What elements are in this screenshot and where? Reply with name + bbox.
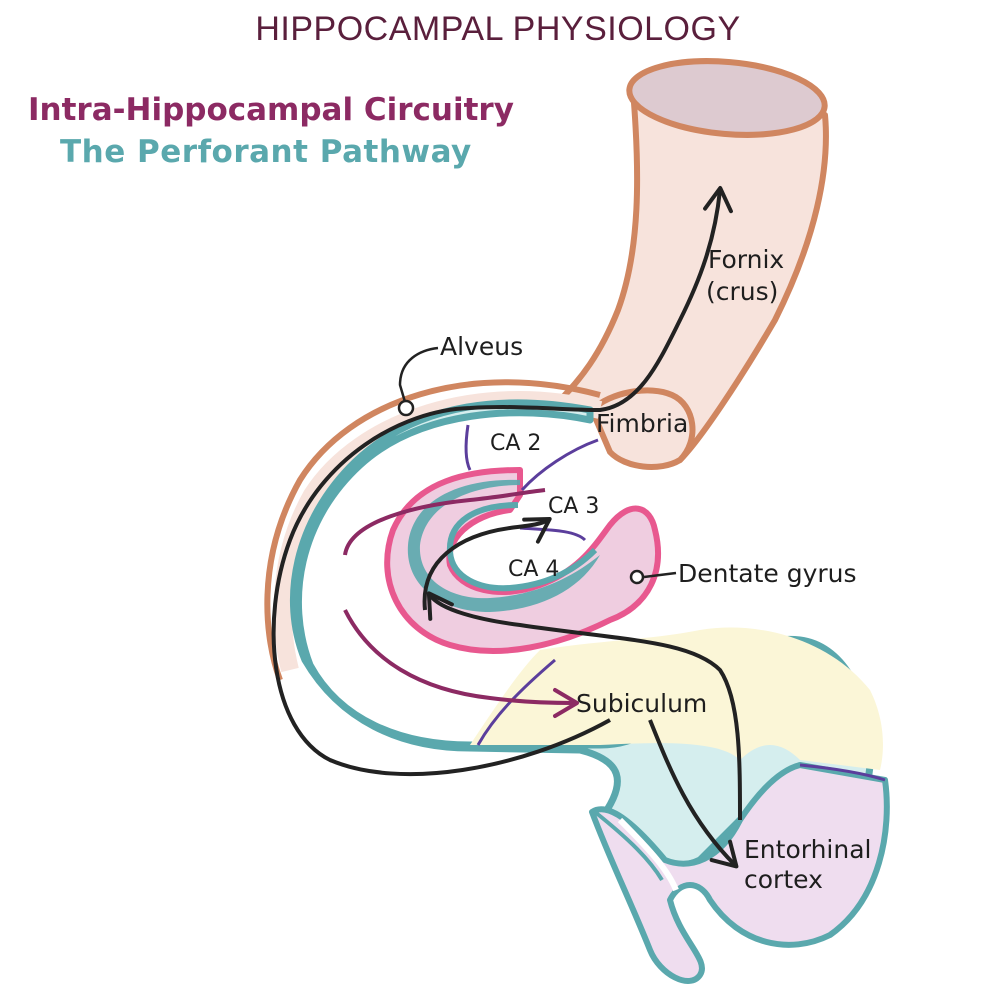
label-fimbria: Fimbria [596, 409, 688, 438]
label-fornix: Fornix [708, 245, 784, 274]
subtitle-perforant-pathway: The Perforant Pathway [60, 134, 472, 170]
label-subiculum: Subiculum [576, 689, 707, 718]
fornix-structure [557, 58, 829, 470]
subiculum-to-entorhinal-arrow [648, 719, 739, 869]
subtitle-circuitry: Intra-Hippocampal Circuitry [28, 92, 514, 128]
alveus-pointer [397, 346, 439, 417]
label-ca4: CA 4 [508, 557, 559, 582]
subiculum-region [470, 627, 883, 770]
mossy-fiber-arrow [422, 516, 552, 611]
fornix-output-arrow [271, 186, 733, 777]
label-ca2: CA 2 [490, 431, 541, 456]
label-entorhinal-cortex: cortex [744, 865, 823, 894]
alveus-band [264, 379, 601, 682]
page-title: HIPPOCAMPAL PHYSIOLOGY [255, 10, 741, 48]
dentate-gyrus-pointer [629, 569, 677, 585]
label-ca3: CA 3 [548, 494, 599, 519]
label-alveus: Alveus [440, 332, 523, 361]
label-fornix-crus: (crus) [706, 277, 778, 306]
schaffer-collateral-arrow [343, 488, 546, 556]
entorhinal-cortex-region [589, 762, 890, 984]
label-entorhinal: Entorhinal [744, 835, 871, 864]
perforant-pathway-arrow [426, 591, 742, 821]
ca1-to-subiculum-arrow [343, 609, 579, 718]
label-dentate-gyrus: Dentate gyrus [678, 559, 857, 588]
